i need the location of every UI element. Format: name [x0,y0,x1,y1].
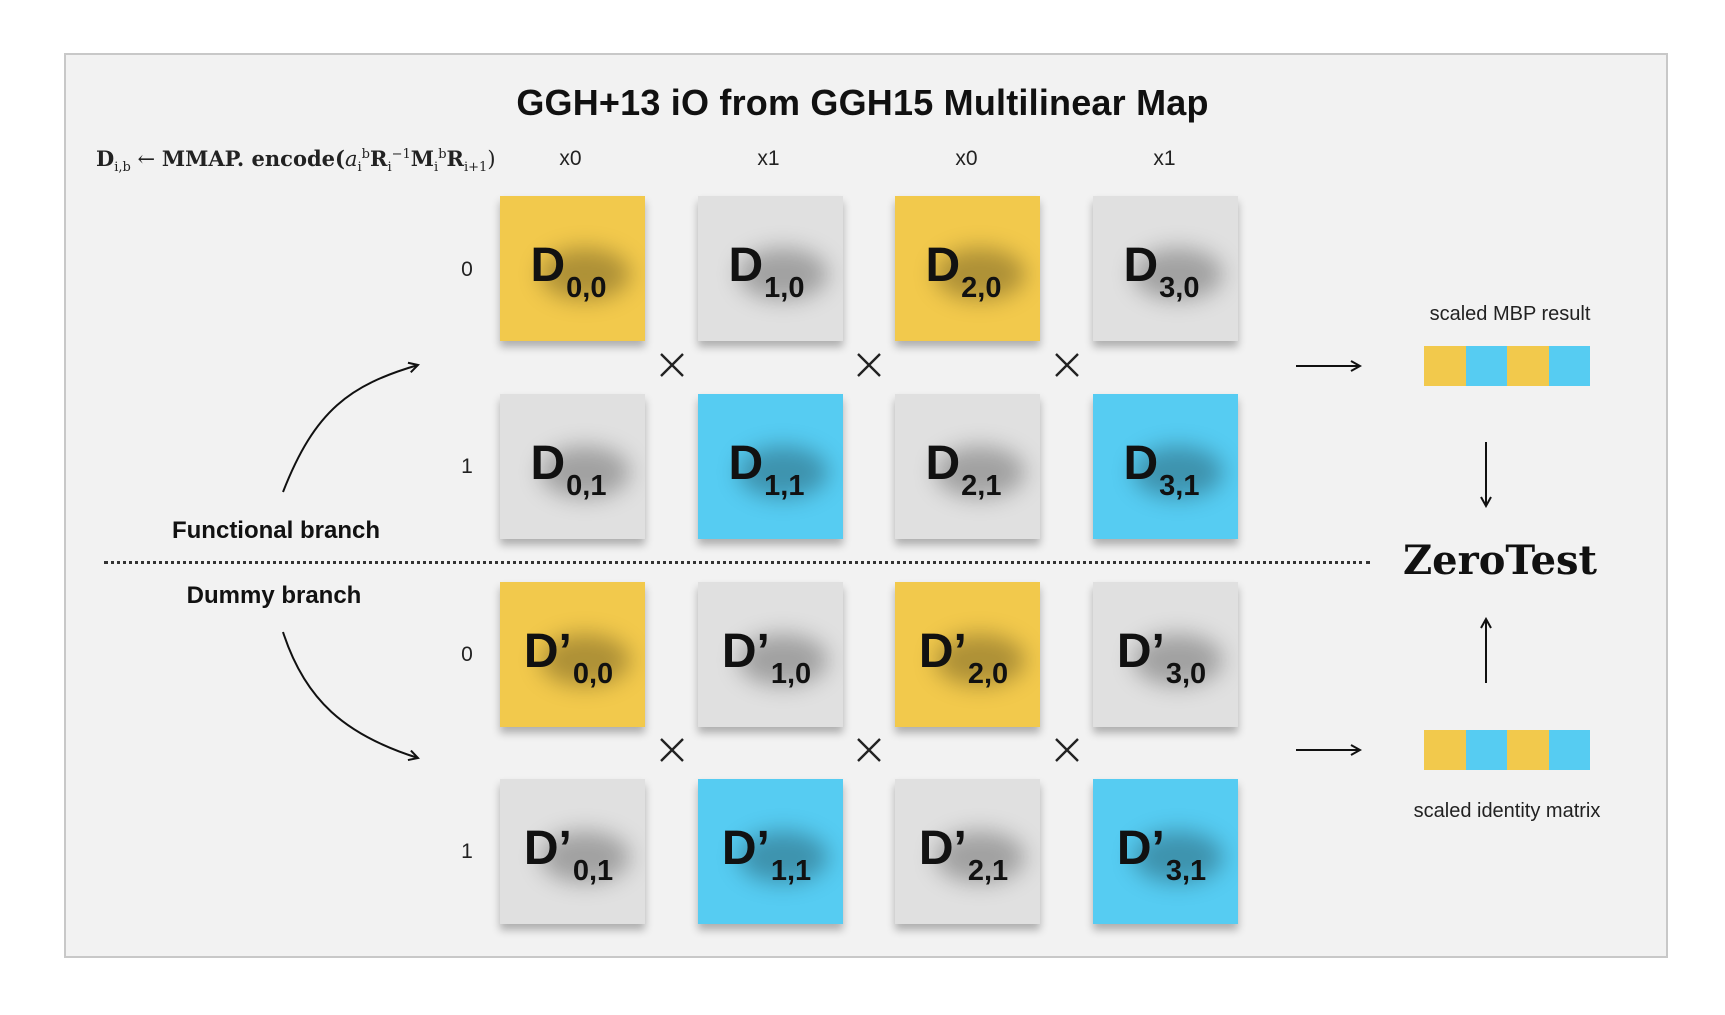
blur-smudge [738,831,828,883]
bar-segment [1465,730,1507,770]
functional-branch-label: Functional branch [171,517,380,544]
bar-segment [1548,730,1590,770]
matrix-tile: D3,1 [1093,394,1238,539]
matrix-tile: D’1,0 [698,582,843,727]
blur-smudge [738,634,828,686]
column-label: x1 [757,147,780,170]
blur-smudge [540,634,630,686]
matrix-tile: D2,1 [895,394,1040,539]
matrix-tile: D’0,1 [500,779,645,924]
blur-smudge [1133,634,1223,686]
curved-arrow-icon [282,365,418,493]
matrix-tile: D0,0 [500,196,645,341]
times-icon [1055,738,1079,762]
blur-smudge [1133,831,1223,883]
matrix-tile: D3,0 [1093,196,1238,341]
matrix-tile: D’3,0 [1093,582,1238,727]
bar-segment [1465,346,1507,386]
matrix-tile: D’2,0 [895,582,1040,727]
blur-smudge [1133,248,1223,300]
matrix-tile: D’0,0 [500,582,645,727]
times-icon [857,353,881,377]
column-label: x0 [955,147,978,170]
blur-smudge [1133,446,1223,498]
mbp-result-bar [1424,346,1590,386]
matrix-tile: D2,0 [895,196,1040,341]
diagram-title: GGH+13 iO from GGH15 Multilinear Map [516,82,1209,123]
bar-segment [1424,346,1466,386]
matrix-tile: D1,1 [698,394,843,539]
column-label: x0 [559,147,582,170]
row-label: 1 [461,455,473,478]
branch-divider [104,561,1370,564]
times-icon [660,353,684,377]
mbp-result-label: scaled MBP result [1429,303,1591,325]
matrix-tile: D0,1 [500,394,645,539]
curved-arrow-icon [282,631,418,758]
matrix-tile: D’3,1 [1093,779,1238,924]
dummy-branch-label: Dummy branch [186,582,362,609]
row-label: 0 [461,643,473,666]
zerotest-label: ZeroTest [1402,537,1598,584]
blur-smudge [540,446,630,498]
blur-smudge [738,248,828,300]
times-icon [1055,353,1079,377]
blur-smudge [738,446,828,498]
column-label: x1 [1153,147,1176,170]
matrix-tile: D1,0 [698,196,843,341]
times-icon [660,738,684,762]
bar-segment [1548,346,1590,386]
bar-segment [1507,346,1549,386]
bar-segment [1507,730,1549,770]
matrix-tile: D’2,1 [895,779,1040,924]
blur-smudge [935,634,1025,686]
blur-smudge [935,248,1025,300]
identity-matrix-label: scaled identity matrix [1413,800,1601,822]
row-label: 1 [461,840,473,863]
times-icon [857,738,881,762]
encoding-formula: Di,b ← MMAP. encode(aibRi−1MibRi+1) [96,146,496,176]
diagram-panel [64,53,1668,958]
blur-smudge [935,831,1025,883]
row-label: 0 [461,258,473,281]
blur-smudge [540,248,630,300]
matrix-tile: D’1,1 [698,779,843,924]
identity-matrix-bar [1424,730,1590,770]
blur-smudge [540,831,630,883]
bar-segment [1424,730,1466,770]
blur-smudge [935,446,1025,498]
